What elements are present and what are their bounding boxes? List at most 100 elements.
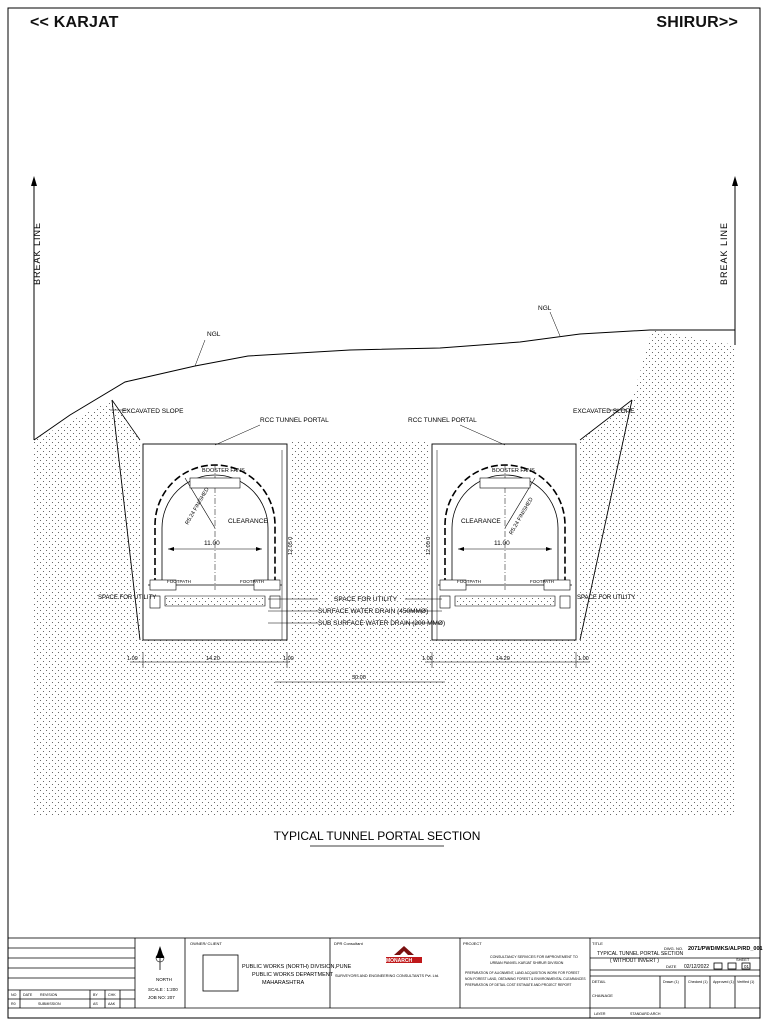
break-line-right-arrow bbox=[732, 176, 738, 186]
tunnel-left bbox=[142, 443, 288, 641]
project-line2: URBAN PANVEL KARJAT SHIRUR DIVISION bbox=[490, 961, 564, 965]
dwg-no-label: DWG. NO. bbox=[664, 946, 683, 951]
project-line1: CONSULTANCY SERVICES FOR IMPROVEMENT TO bbox=[490, 955, 578, 959]
section-title: TYPICAL TUNNEL PORTAL SECTION bbox=[274, 829, 481, 843]
height-left-label: 12.05 0 bbox=[288, 537, 294, 555]
callout-utility-label: SPACE FOR UTILITY bbox=[334, 596, 398, 603]
dim-left-inner-label: 1.00 bbox=[283, 656, 294, 662]
footpath-left-label: FOOTPATH bbox=[167, 579, 191, 584]
space-utility-right-label: SPACE FOR UTILITY bbox=[577, 595, 635, 601]
sign-verified: Verified (1) bbox=[737, 980, 754, 984]
project-line5: PREPARATION OF DETAIL COST ESTIMATE AND … bbox=[465, 983, 571, 987]
title-block bbox=[7, 937, 761, 1019]
pavement-left bbox=[164, 595, 266, 607]
ngl-line bbox=[33, 329, 735, 441]
footpath-left-b bbox=[253, 579, 281, 591]
portal-box-right bbox=[431, 443, 577, 641]
title-line1: TYPICAL TUNNEL PORTAL SECTION bbox=[597, 951, 684, 957]
north-arrow-icon bbox=[155, 946, 165, 970]
break-line-left-label: BREAK LINE bbox=[32, 222, 42, 285]
drain-right-b bbox=[559, 595, 571, 609]
break-line-left-arrow bbox=[31, 176, 37, 186]
consultant-line1: SURVEYORS AND ENGINEERING CONSULTANTS Pv… bbox=[335, 974, 439, 978]
dwg-no-value: 2071/PWD/MKS/ALP/RD_001 bbox=[688, 946, 763, 952]
date-label: DATE bbox=[666, 964, 677, 969]
booster-fans-left bbox=[189, 477, 241, 489]
width-right-label: 11.00 bbox=[494, 540, 510, 547]
booster-fans-right-label: BOOSTER FANS bbox=[492, 468, 535, 474]
excavation-outline bbox=[111, 399, 633, 441]
dim-right-inner-label: 1.00 bbox=[578, 656, 589, 662]
dim-left-mid-label: 14.20 bbox=[206, 656, 220, 662]
width-left-label: 11.00 bbox=[204, 540, 220, 547]
monarch-logo-icon bbox=[386, 946, 422, 963]
project-line4: NON FOREST LAND, OBTAINING FOREST & ENVI… bbox=[465, 977, 586, 981]
rev-row-chk: AAK bbox=[108, 1002, 116, 1006]
sign-approved: Approved (1) bbox=[713, 980, 734, 984]
footpath-right-a bbox=[439, 579, 467, 591]
dim-right-outer-label: 1.00 bbox=[422, 656, 433, 662]
clearance-left-label: CLEARANCE bbox=[228, 518, 268, 525]
drain-left-b bbox=[269, 595, 281, 609]
ngl-left-label: NGL bbox=[207, 331, 221, 338]
sheet-label: SHEET bbox=[736, 957, 750, 962]
rev-header-by: BY bbox=[93, 993, 98, 997]
portal-left-label: RCC TUNNEL PORTAL bbox=[260, 417, 329, 424]
space-utility-left-label: SPACE FOR UTILITY bbox=[98, 595, 156, 601]
rev-header-no: NO bbox=[11, 993, 17, 997]
project-header: PROJECT bbox=[463, 941, 482, 946]
title-line2: ( WITHOUT INVERT ) bbox=[610, 958, 659, 964]
clearance-right-label: CLEARANCE bbox=[461, 518, 501, 525]
footpath-left-label-b: FOOTPATH bbox=[240, 579, 264, 584]
direction-shirur-label: SHIRUR>> bbox=[656, 14, 738, 31]
rev-header-chk: CHK bbox=[108, 993, 116, 997]
dpr-header: DPR Consultant bbox=[334, 941, 364, 946]
consultant-name: MONARCH bbox=[386, 958, 412, 964]
tunnel-lining-left bbox=[161, 474, 269, 585]
title-header: TITLE bbox=[592, 941, 603, 946]
ground-fill bbox=[34, 330, 735, 815]
owner-header: OWNER/ CLIENT bbox=[190, 941, 222, 946]
project-line3: PREPARATION OF ALIGNMENT, LAND ACQUISITI… bbox=[465, 971, 579, 975]
rev-row-no: R0 bbox=[11, 1002, 16, 1006]
excavated-slope-left-label: EXCAVATED SLOPE bbox=[122, 408, 184, 415]
pavement-right bbox=[454, 595, 556, 607]
owner-line3: MAHARASHTRA bbox=[262, 980, 305, 986]
excavated-slope-right-label: EXCAVATED SLOPE bbox=[573, 408, 635, 415]
rev-header-date: DATE bbox=[23, 993, 33, 997]
north-label: NORTH bbox=[156, 977, 172, 982]
footpath-left-a bbox=[149, 579, 177, 591]
booster-fans-left-label: BOOSTER FANS bbox=[202, 468, 245, 474]
dim-center-label: 30.00 bbox=[352, 675, 366, 681]
tunnel-right bbox=[431, 443, 577, 641]
callout-subsurface-drain-label: SUB SURFACE WATER DRAIN (200 MMØ) bbox=[318, 620, 445, 627]
footpath-right-b bbox=[543, 579, 571, 591]
sheet-value: 01 bbox=[744, 964, 750, 969]
booster-fans-right bbox=[479, 477, 531, 489]
rev-row-desc: SUBMISSION bbox=[38, 1002, 61, 1006]
sign-checked: Checked (1) bbox=[688, 980, 708, 984]
owner-line2: PUBLIC WORKS DEPARTMENT bbox=[252, 972, 334, 978]
footer-right: STANDARD ARCH bbox=[630, 1012, 661, 1016]
dim-left-outer-label: 1.00 bbox=[127, 656, 138, 662]
job-no-text: JOB NO: 207 bbox=[148, 995, 175, 1000]
footpath-right-label-b: FOOTPATH bbox=[530, 579, 554, 584]
owner-line1: PUBLIC WORKS (NORTH) DIVISION,PUNE bbox=[242, 964, 352, 970]
tunnel-lining-right bbox=[451, 474, 559, 585]
ngl-right-label: NGL bbox=[538, 305, 552, 312]
sign-drawn: Drawn (1) bbox=[663, 980, 679, 984]
date-value: 02/12/2022 bbox=[684, 964, 709, 970]
chainage-label: CHAINAGE bbox=[592, 993, 613, 998]
rev-row-by: AS bbox=[93, 1002, 98, 1006]
callout-surface-drain-label: SURFACE WATER DRAIN (450MMØ) bbox=[318, 608, 428, 615]
footpath-right-label: FOOTPATH bbox=[457, 579, 481, 584]
rev-header-desc: REVISION bbox=[40, 993, 58, 997]
drain-right-a bbox=[439, 595, 451, 609]
dim-right-mid-label: 14.20 bbox=[496, 656, 510, 662]
portal-right-label: RCC TUNNEL PORTAL bbox=[408, 417, 477, 424]
excavated-slope-left bbox=[111, 399, 141, 641]
direction-karjat-label: << KARJAT bbox=[30, 14, 119, 31]
detail-label: DETAIL bbox=[592, 979, 606, 984]
